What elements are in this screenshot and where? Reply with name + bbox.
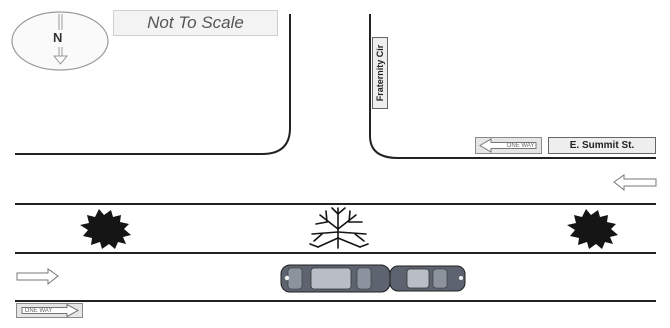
- one-way-sign-east: ONE WAY: [16, 303, 83, 318]
- one-way-sign-west-text: ONE WAY: [506, 142, 535, 149]
- vehicle-2: [389, 265, 466, 292]
- eastbound-arrow-icon: [16, 268, 59, 286]
- main-street-sign: E. Summit St.: [548, 137, 656, 154]
- side-street-sign: Fraternity Cir: [372, 37, 388, 109]
- one-way-sign-east-text: ONE WAY: [24, 307, 53, 314]
- bare-tree-icon: [309, 207, 369, 249]
- one-way-arrow-icon: [479, 138, 537, 153]
- north-arrow-icon: [52, 14, 69, 65]
- side-street-name: Fraternity Cir: [375, 44, 385, 102]
- compass-circle: [11, 11, 109, 71]
- side-street-right-curb: [369, 14, 656, 159]
- one-way-arrow-east-icon: [21, 303, 80, 318]
- one-way-sign-west: ONE WAY: [475, 137, 542, 154]
- shrub-right: [567, 209, 618, 249]
- shrub-left: [80, 209, 131, 249]
- compass-north-label: N: [53, 30, 63, 45]
- not-to-scale-note: Not To Scale: [113, 10, 278, 36]
- westbound-arrow-icon: [613, 174, 657, 192]
- side-street-left-curb: [15, 14, 291, 155]
- vehicle-1: [280, 264, 391, 293]
